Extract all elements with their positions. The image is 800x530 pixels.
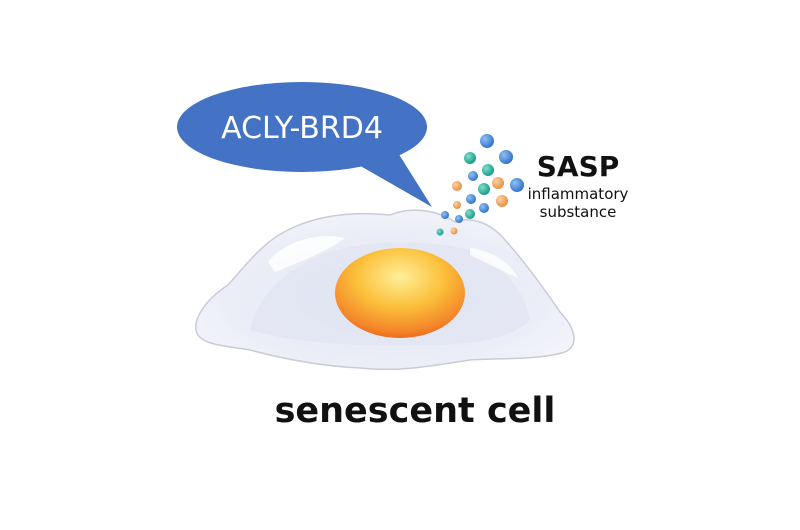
sasp-particle bbox=[441, 211, 449, 219]
speech-bubble: ACLY-BRD4 bbox=[177, 82, 432, 207]
sasp-particle bbox=[468, 171, 478, 181]
nucleus bbox=[335, 248, 465, 338]
sasp-particle bbox=[452, 181, 462, 191]
senescent-cell bbox=[195, 209, 575, 371]
sasp-particle bbox=[492, 177, 504, 189]
sasp-subtitle-line2: substance bbox=[540, 203, 617, 221]
sasp-particle bbox=[499, 150, 513, 164]
speech-bubble-label: ACLY-BRD4 bbox=[221, 111, 383, 146]
sasp-particle bbox=[482, 164, 494, 176]
speech-bubble-body bbox=[177, 82, 427, 172]
sasp-particle bbox=[450, 227, 458, 235]
sasp-label: SASP inflammatory substance bbox=[528, 150, 629, 221]
cell-highlight bbox=[268, 236, 345, 272]
sasp-subtitle-line1: inflammatory bbox=[528, 185, 629, 203]
sasp-particle bbox=[480, 134, 494, 148]
cell-highlight-2 bbox=[470, 248, 518, 278]
sasp-particle bbox=[453, 201, 461, 209]
sasp-particle bbox=[466, 194, 476, 204]
sasp-particle bbox=[478, 183, 490, 195]
sasp-title: SASP bbox=[537, 150, 620, 183]
cell-caption: senescent cell bbox=[275, 391, 556, 431]
sasp-particle bbox=[496, 195, 508, 207]
sasp-particles bbox=[436, 134, 524, 236]
sasp-particle bbox=[479, 203, 489, 213]
sasp-particle bbox=[455, 215, 463, 223]
sasp-particle bbox=[464, 152, 476, 164]
sasp-particle bbox=[436, 228, 444, 236]
sasp-particle bbox=[510, 178, 524, 192]
sasp-particle bbox=[465, 209, 475, 219]
